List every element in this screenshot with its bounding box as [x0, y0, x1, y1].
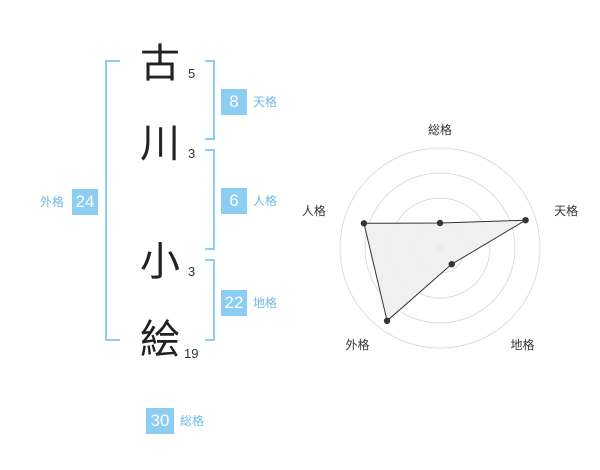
stroke-count-2: 3	[188, 146, 196, 161]
radar-ring-4	[339, 147, 541, 349]
tenkaku-badge: 8	[221, 89, 247, 115]
tenkaku-label: 天格	[253, 95, 278, 109]
stroke-count-1: 5	[188, 66, 196, 81]
radar-series-area	[363, 219, 526, 322]
jinkaku-bracket	[205, 149, 215, 250]
tenkaku-bracket	[205, 60, 215, 140]
name-char-4: 絵	[140, 317, 180, 363]
stroke-count-3: 3	[188, 264, 196, 279]
name-char-3: 小	[140, 239, 180, 285]
radar-axis-label-5: 人格	[302, 203, 326, 218]
radar-point-1	[436, 219, 444, 227]
name-char-2: 川	[140, 121, 180, 167]
radar-point-4	[383, 317, 391, 325]
chikaku-bracket	[205, 259, 215, 341]
gaikaku-badge: 24	[72, 189, 98, 215]
jinkaku-label: 人格	[253, 194, 278, 208]
radar-axis-label-2: 天格	[554, 203, 578, 218]
gaikaku-bracket	[105, 60, 120, 341]
radar-axis-label-3: 地格	[511, 337, 535, 352]
chikaku-label: 地格	[253, 296, 278, 310]
jinkaku-badge: 6	[221, 188, 247, 214]
radar-point-5	[360, 220, 368, 227]
radar-axis-label-4: 外格	[345, 337, 369, 352]
stroke-count-4: 19	[184, 346, 199, 361]
radar-point-3	[448, 260, 455, 268]
gaikaku-label: 外格	[40, 195, 65, 209]
radar-axis-label-1: 総格	[428, 122, 452, 137]
radar-point-2	[522, 216, 529, 224]
chikaku-badge: 22	[221, 290, 247, 316]
radar-ring-3	[364, 172, 516, 324]
soukaku-label: 総格	[180, 414, 205, 428]
soukaku-badge: 30	[146, 408, 174, 434]
name-char-1: 古	[140, 41, 180, 87]
